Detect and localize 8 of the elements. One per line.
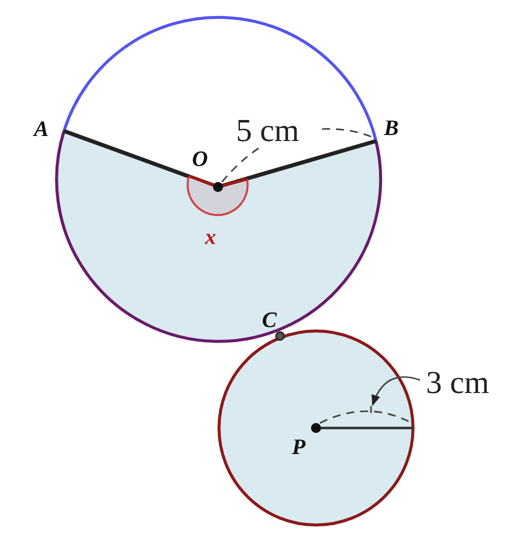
- point-label: A: [34, 118, 49, 140]
- dimension-label: 5 cm: [236, 114, 300, 146]
- point-label: O: [192, 148, 208, 170]
- angle-label: x: [205, 226, 216, 248]
- point-label: P: [292, 436, 306, 458]
- point-label: B: [384, 117, 399, 139]
- dimension-label: 3 cm: [426, 366, 490, 398]
- point-label: C: [262, 309, 277, 331]
